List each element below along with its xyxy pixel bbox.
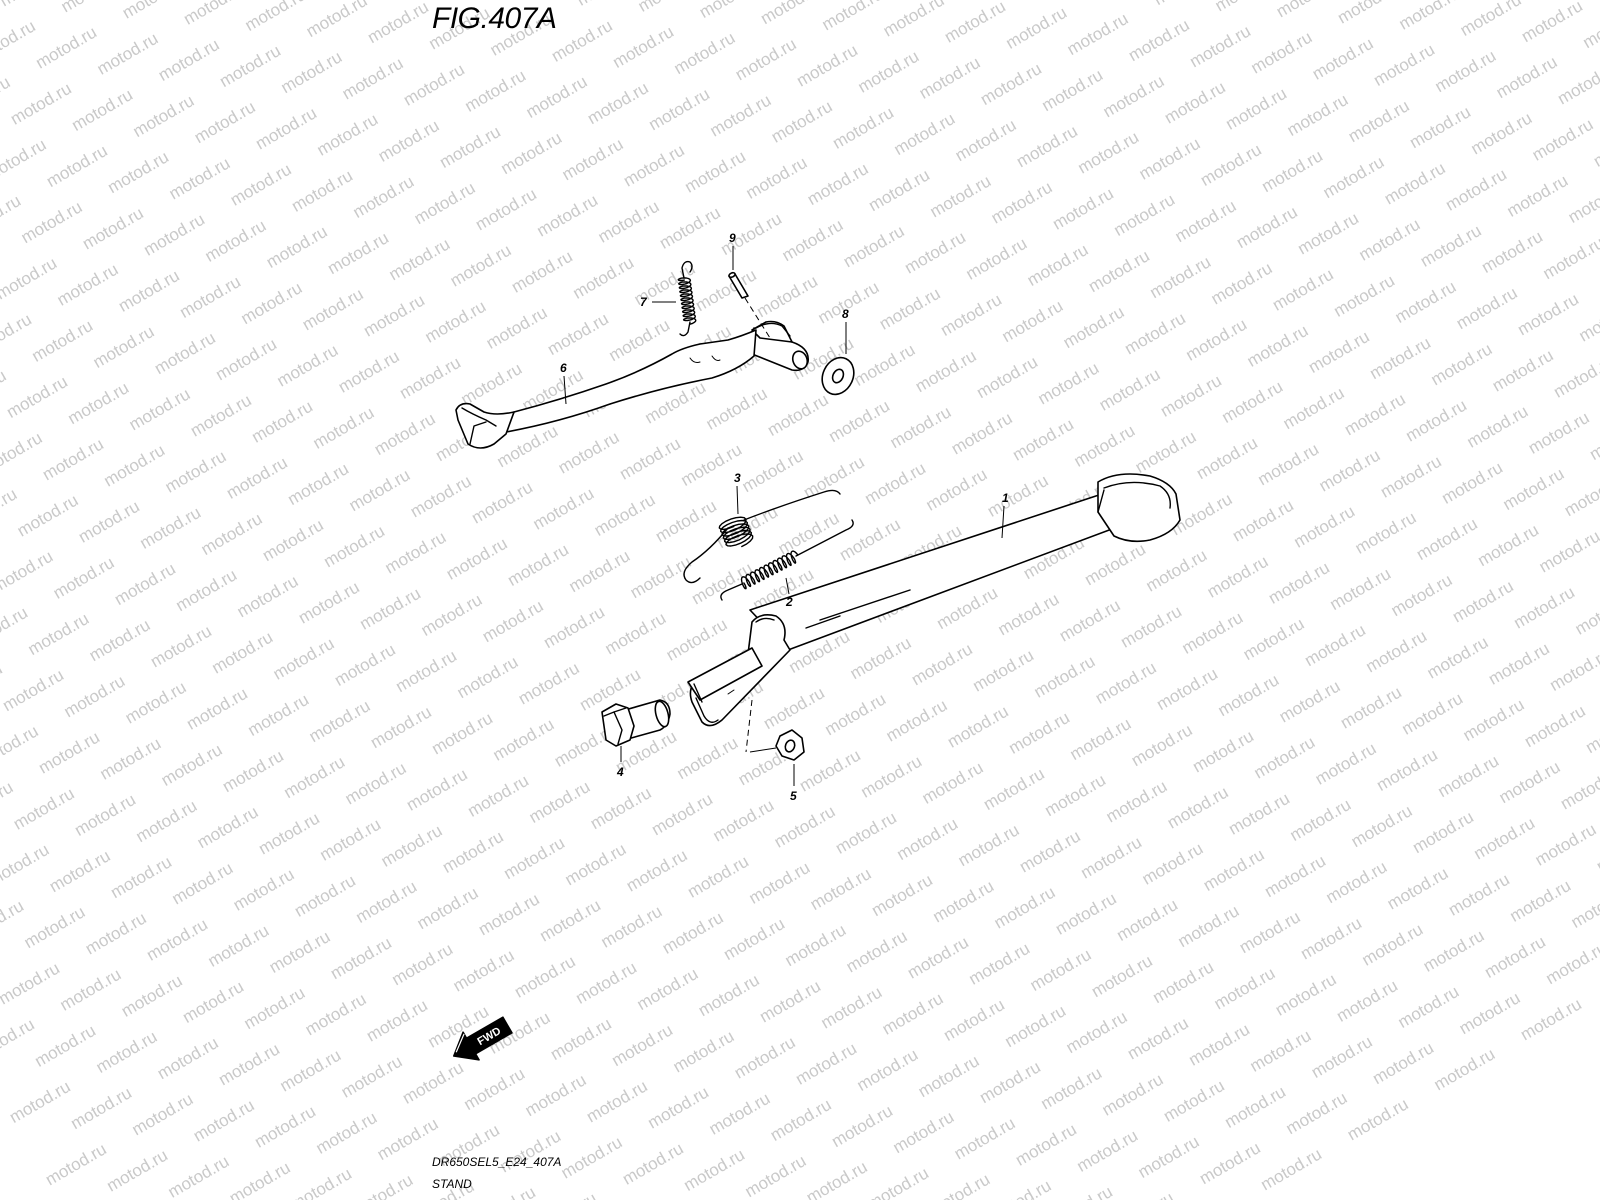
callout-3: 3 <box>734 471 741 485</box>
callout-2: 2 <box>785 595 793 609</box>
spring-hook-end <box>679 321 691 337</box>
part-9-pin[interactable] <box>728 271 771 339</box>
callout-6: 6 <box>560 361 567 375</box>
callouts: 1 2 3 4 5 6 7 8 9 <box>560 231 1009 803</box>
callout-9: 9 <box>729 231 736 245</box>
part-5-nut[interactable] <box>749 729 805 761</box>
part-3-spring[interactable] <box>683 489 841 584</box>
figure-code: DR650SEL5_E24_407A <box>432 1155 562 1169</box>
fwd-direction-arrow: FWD <box>453 1016 513 1061</box>
part-6-stand-bracket[interactable] <box>455 320 810 449</box>
part-2-spring[interactable] <box>720 519 854 601</box>
callout-7: 7 <box>640 295 648 309</box>
part-7-spring[interactable] <box>677 260 697 337</box>
callout-8: 8 <box>842 307 849 321</box>
figure-name: STAND <box>432 1177 472 1191</box>
spring-hook-start <box>683 527 729 584</box>
spring-coil <box>718 516 754 548</box>
spring-hook-start <box>720 583 743 601</box>
figure-title: FIG.407A <box>432 2 557 35</box>
part-1-side-stand[interactable] <box>687 473 1181 753</box>
part-8-washer[interactable] <box>816 352 859 399</box>
spring-hook-end <box>795 519 854 557</box>
spring-hook-start <box>681 260 693 279</box>
spring-coil <box>677 277 697 325</box>
callout-5: 5 <box>790 789 797 803</box>
callout-4: 4 <box>616 765 624 779</box>
spring-hook-end <box>743 489 841 521</box>
spring-coil <box>740 550 799 590</box>
callout-1: 1 <box>1002 491 1009 505</box>
part-4-pivot-bolt[interactable] <box>601 699 671 747</box>
